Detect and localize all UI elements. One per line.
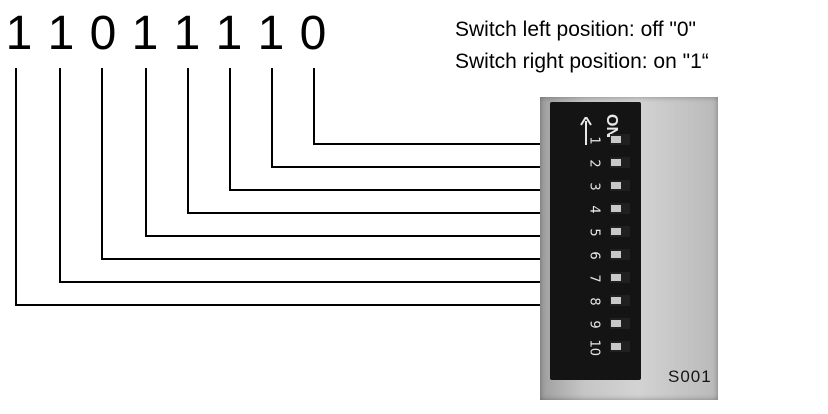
switch-number-8: 8 [586,297,602,306]
switch-slot-1[interactable] [610,134,630,145]
switch-slot-8[interactable] [610,295,630,306]
switch-actuator[interactable] [611,274,621,281]
bit-3: 0 [89,7,117,60]
switch-slot-2[interactable] [610,157,630,168]
switch-actuator[interactable] [611,251,621,258]
connector-bit-7-to-switch-2 [271,68,558,172]
bit-4: 1 [131,7,159,60]
bit-5: 1 [173,7,201,60]
switch-slot-6[interactable] [610,249,630,260]
switch-actuator[interactable] [611,343,621,350]
connector-bit-4-to-switch-5 [145,68,558,241]
switch-number-6: 6 [586,251,602,260]
bit-8: 0 [299,7,327,60]
switch-number-5: 5 [586,228,602,237]
legend-on-position: Switch right position: on "1“ [455,50,709,73]
connector-bit-8-to-switch-1 [313,68,558,149]
switch-slot-5[interactable] [610,226,630,237]
switch-actuator[interactable] [611,182,621,189]
connector-bit-2-to-switch-7 [59,68,558,287]
legend-off-position: Switch left position: off "0" [455,18,696,41]
connector-bit-1-to-switch-8 [15,68,558,310]
arrow-up-icon [580,117,592,145]
switch-number-3: 3 [586,182,602,191]
switch-slot-7[interactable] [610,272,630,283]
switch-number-4: 4 [586,205,602,214]
switch-actuator[interactable] [611,320,621,327]
switch-number-2: 2 [586,159,602,168]
switch-actuator[interactable] [611,136,621,143]
part-code: S001 [668,367,712,386]
switch-actuator[interactable] [611,228,621,235]
switch-number-1: 1 [586,136,602,145]
bit-2: 1 [47,7,75,60]
switch-slot-9[interactable] [610,318,630,329]
bit-6: 1 [215,7,243,60]
bit-7: 1 [257,7,285,60]
switch-actuator[interactable] [611,205,621,212]
switch-number-9: 9 [586,320,602,329]
switch-number-7: 7 [586,274,602,283]
connector-bit-6-to-switch-3 [229,68,558,195]
connector-bit-3-to-switch-6 [101,68,558,264]
switch-actuator[interactable] [611,297,621,304]
switch-actuator[interactable] [611,159,621,166]
switch-number-10: 10 [586,339,602,357]
switch-slot-3[interactable] [610,180,630,191]
switch-slot-10[interactable] [610,341,630,352]
connector-bit-5-to-switch-4 [187,68,558,218]
switch-slot-4[interactable] [610,203,630,214]
bit-1: 1 [5,7,33,60]
